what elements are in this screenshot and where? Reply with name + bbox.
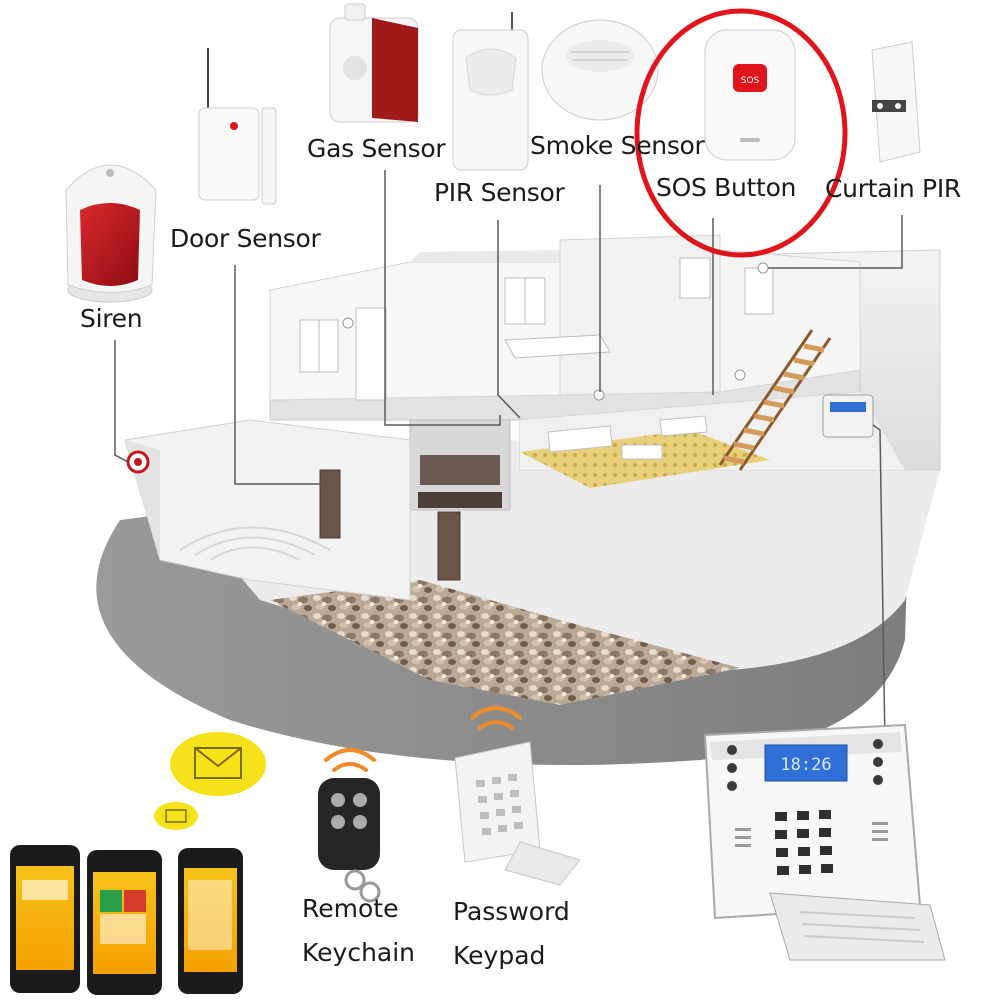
wifi-signal-icon xyxy=(470,706,522,730)
smartphones xyxy=(10,845,243,995)
label-keypad-line2: Keypad xyxy=(453,940,546,970)
smoke-sensor-device xyxy=(541,19,659,121)
label-sos-button: SOS Button xyxy=(656,173,797,202)
label-remote-line2: Keychain xyxy=(302,937,416,967)
label-remote-keychain: Remote Keychain xyxy=(302,887,415,975)
alarm-control-panel: 18:26 xyxy=(703,723,946,961)
highlight-ring xyxy=(634,8,848,258)
label-keypad-line1: Password xyxy=(453,897,570,926)
pir-sensor-device xyxy=(452,12,529,171)
sos-face-text: SOS xyxy=(741,76,760,86)
label-smoke-sensor: Smoke Sensor xyxy=(530,131,705,160)
curtain-pir-device xyxy=(871,41,921,163)
label-door-sensor: Door Sensor xyxy=(170,224,321,253)
door-sensor-device xyxy=(198,48,277,205)
label-curtain-pir: Curtain PIR xyxy=(825,174,961,203)
envelope-icon xyxy=(165,809,187,823)
wifi-signal-icon xyxy=(324,748,376,772)
password-keypad-device xyxy=(454,706,581,886)
message-bubbles xyxy=(154,732,266,830)
siren-device xyxy=(65,164,157,303)
label-password-keypad: Password Keypad xyxy=(453,890,570,978)
gas-sensor-device xyxy=(329,3,419,123)
lcd-readout: 18:26 xyxy=(780,755,831,775)
sos-button-device: SOS xyxy=(704,29,796,161)
label-siren: Siren xyxy=(80,304,143,333)
sos-button-icon xyxy=(733,64,767,92)
label-pir-sensor: PIR Sensor xyxy=(434,178,565,207)
remote-keychain-device xyxy=(318,748,381,903)
house-cutaway xyxy=(96,234,941,765)
label-gas-sensor: Gas Sensor xyxy=(307,134,446,163)
connector-lines xyxy=(114,170,903,746)
label-remote-line1: Remote xyxy=(302,894,399,923)
